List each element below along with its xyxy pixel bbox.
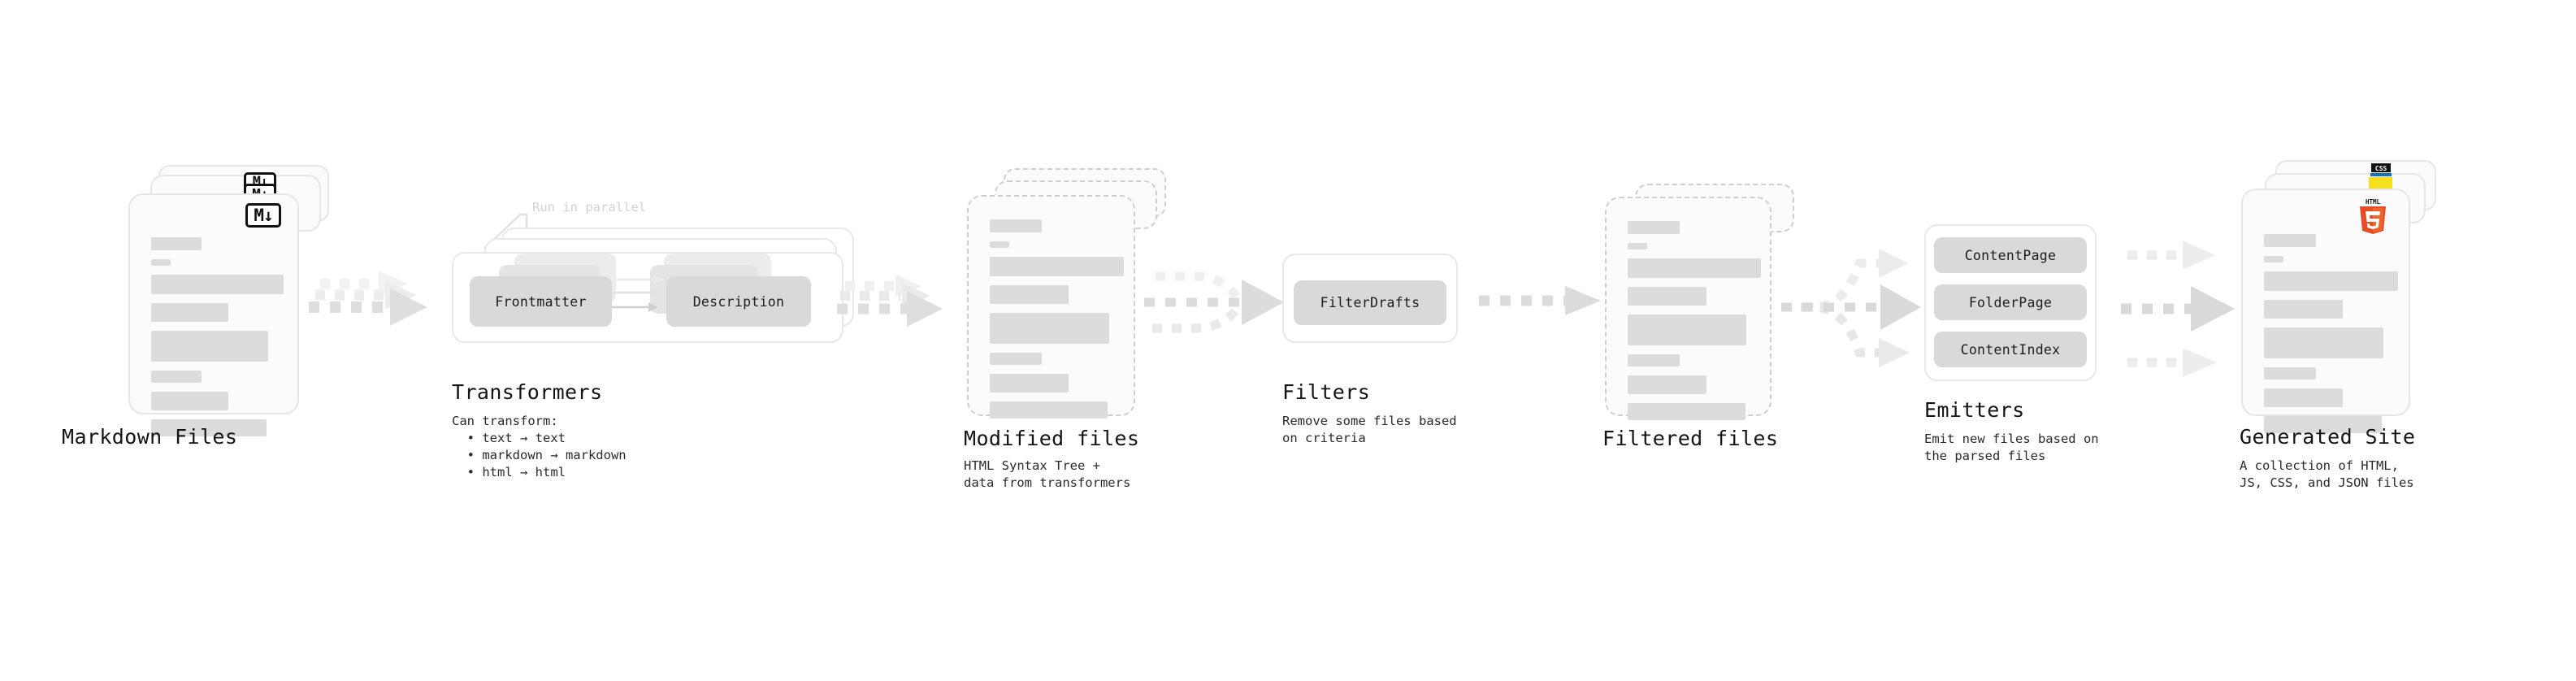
caption-filtered-files: Filtered files bbox=[1602, 427, 1779, 450]
caption-generated-site: Generated Site bbox=[2240, 425, 2416, 449]
filtered-card-front bbox=[1605, 197, 1772, 420]
arrow-filtered-to-emitters-fanout bbox=[1781, 249, 1921, 367]
content-bar bbox=[2264, 367, 2316, 380]
content-bar bbox=[2264, 388, 2343, 407]
emitters-chip-contentpage[interactable]: ContentPage bbox=[1934, 237, 2087, 273]
content-bar bbox=[151, 259, 171, 266]
caption-transformers: Transformers bbox=[452, 380, 603, 404]
content-bar bbox=[2264, 271, 2398, 291]
content-bar bbox=[990, 353, 1042, 365]
html5-badge-icon: HTML bbox=[2360, 198, 2386, 234]
caption-emitters: Emitters bbox=[1924, 398, 2025, 422]
subcaption-generated-site: A collection of HTML, JS, CSS, and JSON … bbox=[2240, 458, 2414, 490]
subcaption-transformers: Can transform: • text → text • markdown … bbox=[452, 414, 627, 479]
content-bar bbox=[151, 237, 202, 250]
filtered-card-bars bbox=[1628, 221, 1761, 429]
content-bar bbox=[1628, 375, 1706, 394]
transformer-chip-frontmatter[interactable]: Frontmatter bbox=[470, 276, 612, 327]
content-bar bbox=[2264, 327, 2383, 358]
javascript-badge-icon bbox=[2369, 177, 2392, 191]
arrow-emitters-to-site bbox=[2121, 241, 2235, 377]
content-bar bbox=[990, 374, 1069, 393]
arrow-transformers-to-modified bbox=[837, 275, 943, 327]
content-bar bbox=[1628, 258, 1761, 278]
content-bar bbox=[2264, 234, 2316, 247]
content-bar bbox=[151, 303, 228, 322]
content-bar bbox=[1628, 287, 1706, 306]
site-card-front: HTML bbox=[2241, 189, 2410, 433]
content-bar bbox=[990, 401, 1108, 419]
content-bar bbox=[1628, 403, 1746, 420]
caption-filters: Filters bbox=[1282, 380, 1371, 404]
caption-modified-files: Modified files bbox=[964, 427, 1140, 450]
css3-badge-icon: CSS bbox=[2370, 163, 2392, 176]
content-bar bbox=[151, 419, 267, 436]
content-bar bbox=[2264, 416, 2382, 433]
content-bar bbox=[151, 392, 228, 410]
content-bar bbox=[990, 257, 1124, 276]
content-bar bbox=[990, 313, 1109, 344]
subcaption-emitters: Emit new files based on the parsed files bbox=[1924, 432, 2099, 463]
svg-text:HTML: HTML bbox=[2366, 198, 2381, 206]
content-bar bbox=[990, 219, 1042, 232]
subcaption-filters: Remove some files based on criteria bbox=[1282, 414, 1457, 445]
arrow-markdown-to-transformers bbox=[309, 271, 427, 326]
transformer-chip-description[interactable]: Description bbox=[666, 276, 811, 327]
emitters-chip-folderpage[interactable]: FolderPage bbox=[1934, 284, 2087, 320]
content-bar bbox=[990, 241, 1009, 248]
content-bar bbox=[151, 371, 202, 383]
content-bar bbox=[151, 331, 268, 362]
modified-card-front bbox=[967, 195, 1135, 419]
arrow-modified-to-filters-merge bbox=[1144, 271, 1284, 333]
filters-chip-filterdrafts[interactable]: FilterDrafts bbox=[1294, 280, 1446, 325]
markdown-card-bars bbox=[151, 237, 284, 445]
content-bar bbox=[990, 285, 1069, 304]
run-in-parallel-label: Run in parallel bbox=[532, 200, 646, 215]
markdown-badge-icon: M↓ bbox=[245, 203, 281, 228]
modified-card-bars bbox=[990, 219, 1124, 427]
content-bar bbox=[1628, 314, 1746, 345]
content-bar bbox=[1628, 243, 1647, 249]
content-bar bbox=[2264, 300, 2343, 319]
content-bar bbox=[151, 275, 284, 294]
site-card-bars bbox=[2264, 234, 2398, 442]
arrow-filters-to-filtered bbox=[1479, 286, 1601, 315]
content-bar bbox=[1628, 354, 1680, 367]
markdown-card-front: M↓ bbox=[128, 193, 299, 436]
caption-markdown-files: Markdown Files bbox=[62, 425, 238, 449]
svg-text:CSS: CSS bbox=[2375, 165, 2387, 172]
content-bar bbox=[1628, 221, 1680, 234]
emitters-chip-contentindex[interactable]: ContentIndex bbox=[1934, 332, 2087, 367]
subcaption-modified-files: HTML Syntax Tree + data from transformer… bbox=[964, 458, 1131, 490]
content-bar bbox=[2264, 256, 2283, 262]
